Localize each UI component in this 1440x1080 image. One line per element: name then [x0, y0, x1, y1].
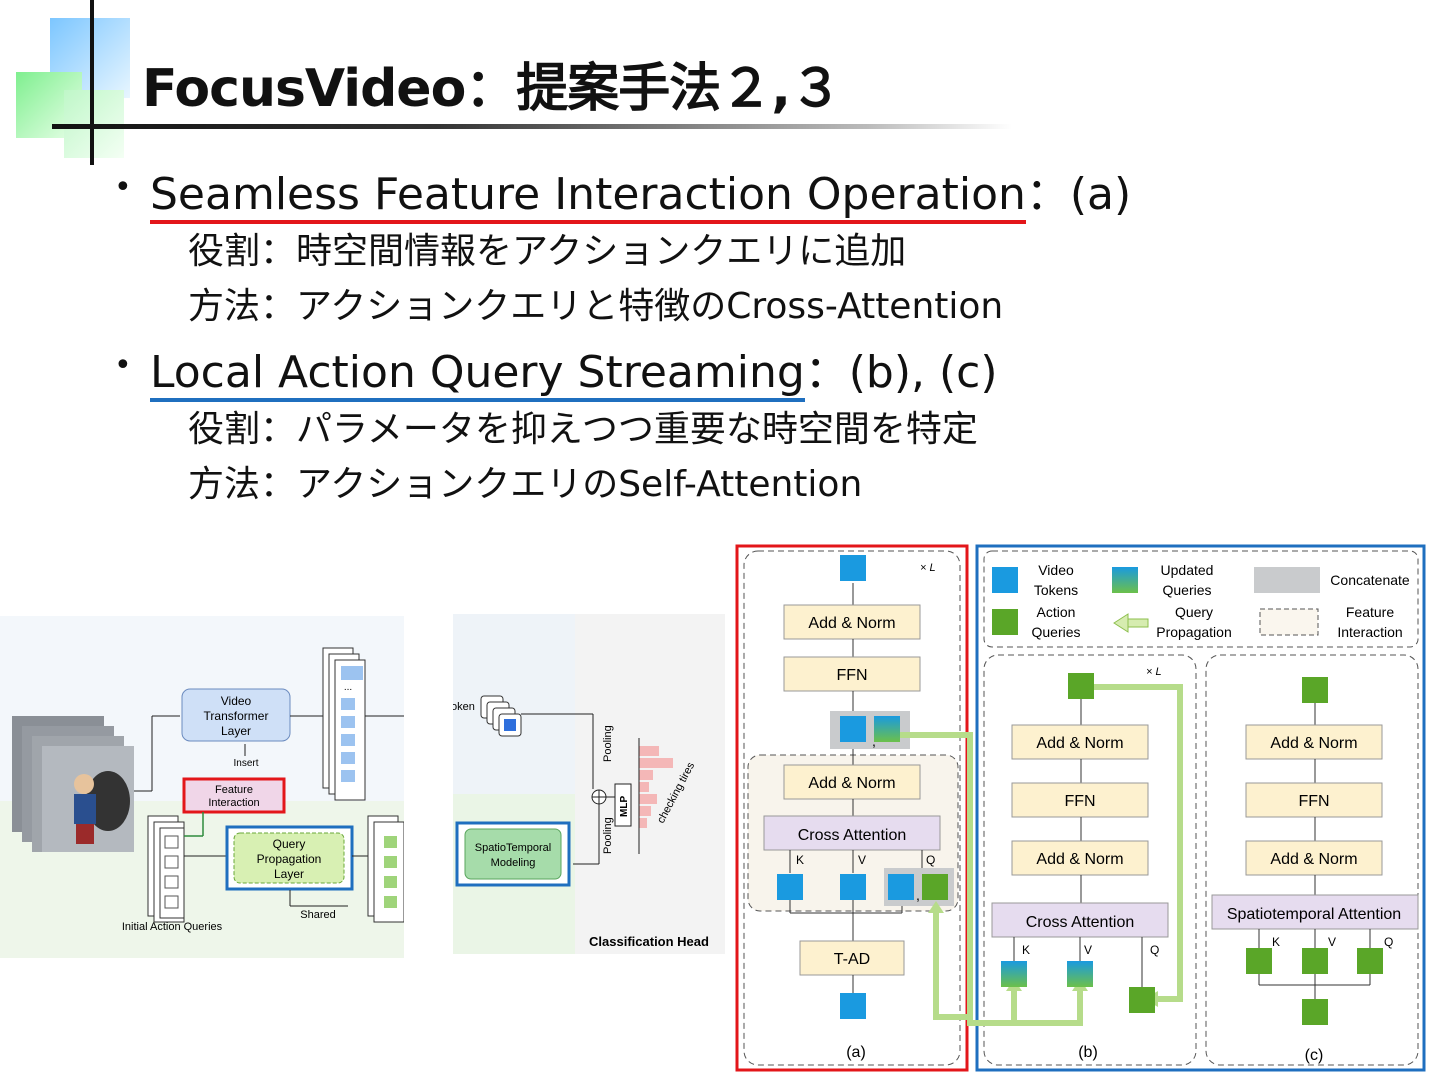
- spatio-line2: Modeling: [491, 857, 536, 869]
- bullet-1-method: 方法：アクションクエリと特徴のCross-Attention: [188, 286, 1004, 327]
- a-k: K: [796, 853, 804, 867]
- a-xL: × L: [920, 562, 936, 574]
- legend-updated-2: Queries: [1162, 582, 1211, 598]
- mlp-label: MLP: [619, 796, 630, 817]
- tokens-label: oken: [453, 701, 475, 713]
- c-add-norm2: Add & Norm: [1270, 851, 1357, 868]
- legend-concat-swatch: [1254, 567, 1320, 593]
- a-comma1: ,: [872, 733, 876, 749]
- fi-line1: Feature: [215, 784, 253, 796]
- pooling-top-label: Pooling: [602, 725, 614, 762]
- label-b: (b): [1078, 1044, 1098, 1061]
- b-add-norm2: Add & Norm: [1036, 851, 1123, 868]
- spatio-line1: SpatioTemporal: [475, 842, 551, 854]
- bullet-dot: •: [114, 348, 132, 383]
- b-ffn: FFN: [1064, 793, 1095, 810]
- c-spatio: Spatiotemporal Attention: [1227, 906, 1401, 923]
- bullet-1-role: 役割：時空間情報をアクションクエリに追加: [188, 231, 907, 272]
- legend-fi-1: Feature: [1346, 604, 1394, 620]
- qp-line2: Propagation: [257, 852, 322, 866]
- figure-detail: Video Tokens Updated Queries Concatenate…: [735, 544, 1426, 1072]
- a-cross: Cross Attention: [798, 827, 907, 844]
- insert-label: Insert: [233, 758, 258, 769]
- b-v: V: [1084, 943, 1092, 957]
- legend-video-2: Tokens: [1034, 582, 1078, 598]
- b-add-norm1: Add & Norm: [1036, 735, 1123, 752]
- classification-head-label: Classification Head: [589, 934, 709, 949]
- token-stack: ...: [322, 647, 366, 801]
- c-add-norm1: Add & Norm: [1270, 735, 1357, 752]
- shared-label: Shared: [300, 909, 335, 921]
- legend-action-1: Action: [1037, 604, 1076, 620]
- b-q: Q: [1150, 943, 1159, 957]
- a-add-norm: Add & Norm: [808, 775, 895, 792]
- token-stack-mid: [480, 695, 522, 737]
- legend-updated-1: Updated: [1161, 562, 1214, 578]
- page-title: FocusVideo：提案手法２,３: [142, 59, 842, 119]
- fi-line2: Interaction: [208, 797, 259, 809]
- a-comma2: ,: [916, 887, 920, 903]
- bullet-dot: •: [114, 170, 132, 205]
- c-ffn: FFN: [1298, 793, 1329, 810]
- bullet-2-method: 方法：アクションクエリのSelf-Attention: [188, 464, 863, 505]
- ellipsis-label: ...: [344, 682, 352, 693]
- deco-vertical-line: [90, 0, 94, 165]
- video-frames-image: [12, 716, 134, 852]
- bullet-2-role: 役割：パラメータを抑えつつ重要な時空間を特定: [188, 409, 978, 450]
- b-xL: × L: [1146, 666, 1162, 678]
- legend-fi-swatch: [1259, 608, 1319, 636]
- pooling-bottom-label: Pooling: [602, 817, 614, 854]
- legend-qp-1: Query: [1175, 604, 1213, 620]
- b-k: K: [1022, 943, 1030, 957]
- legend-action-swatch: [992, 609, 1018, 635]
- vt-line2: Transformer: [204, 709, 269, 723]
- c-v: V: [1328, 935, 1336, 949]
- output-queries-stack: [367, 815, 404, 923]
- label-a: (a): [846, 1044, 866, 1061]
- score-bars: [638, 738, 673, 854]
- bullet-2-heading: Local Action Query Streaming: [150, 347, 805, 402]
- a-tad: T-AD: [834, 951, 870, 968]
- a-v: V: [858, 853, 866, 867]
- figure-classification-head: oken Pooling Pooling MLP checking tires …: [453, 614, 725, 954]
- figure-architecture: Video Transformer Layer Insert Feature I…: [0, 616, 404, 958]
- a-ffn: FFN: [836, 667, 867, 684]
- label-c: (c): [1305, 1047, 1324, 1064]
- legend-video-swatch: [992, 567, 1018, 593]
- qp-line3: Layer: [274, 867, 304, 881]
- a-q: Q: [926, 853, 935, 867]
- legend-action-2: Queries: [1031, 624, 1080, 640]
- bullet-1-suffix: ：(a): [1025, 169, 1132, 220]
- legend-concat: Concatenate: [1330, 572, 1410, 588]
- legend-qp-2: Propagation: [1156, 624, 1232, 640]
- bullet-2-suffix: ：(b), (c): [804, 347, 998, 398]
- bullet-1-heading: Seamless Feature Interaction Operation: [150, 169, 1026, 224]
- c-q: Q: [1384, 935, 1393, 949]
- a-add-norm-top: Add & Norm: [808, 615, 895, 632]
- initial-queries-label: Initial Action Queries: [122, 921, 223, 933]
- b-cross: Cross Attention: [1026, 914, 1135, 931]
- bullet-1: Seamless Feature Interaction Operation：(…: [150, 158, 1132, 224]
- bullet-2: Local Action Query Streaming：(b), (c): [150, 336, 998, 402]
- c-k: K: [1272, 935, 1280, 949]
- vt-line3: Layer: [221, 724, 251, 738]
- title-rule: [52, 124, 1012, 129]
- legend-updated-swatch: [1112, 567, 1138, 593]
- qp-line1: Query: [273, 837, 306, 851]
- legend-fi-2: Interaction: [1337, 624, 1402, 640]
- initial-queries-stack: [147, 815, 185, 923]
- legend-propagation-arrow: [1113, 613, 1149, 633]
- legend-video-1: Video: [1038, 562, 1074, 578]
- vt-line1: Video: [221, 694, 252, 708]
